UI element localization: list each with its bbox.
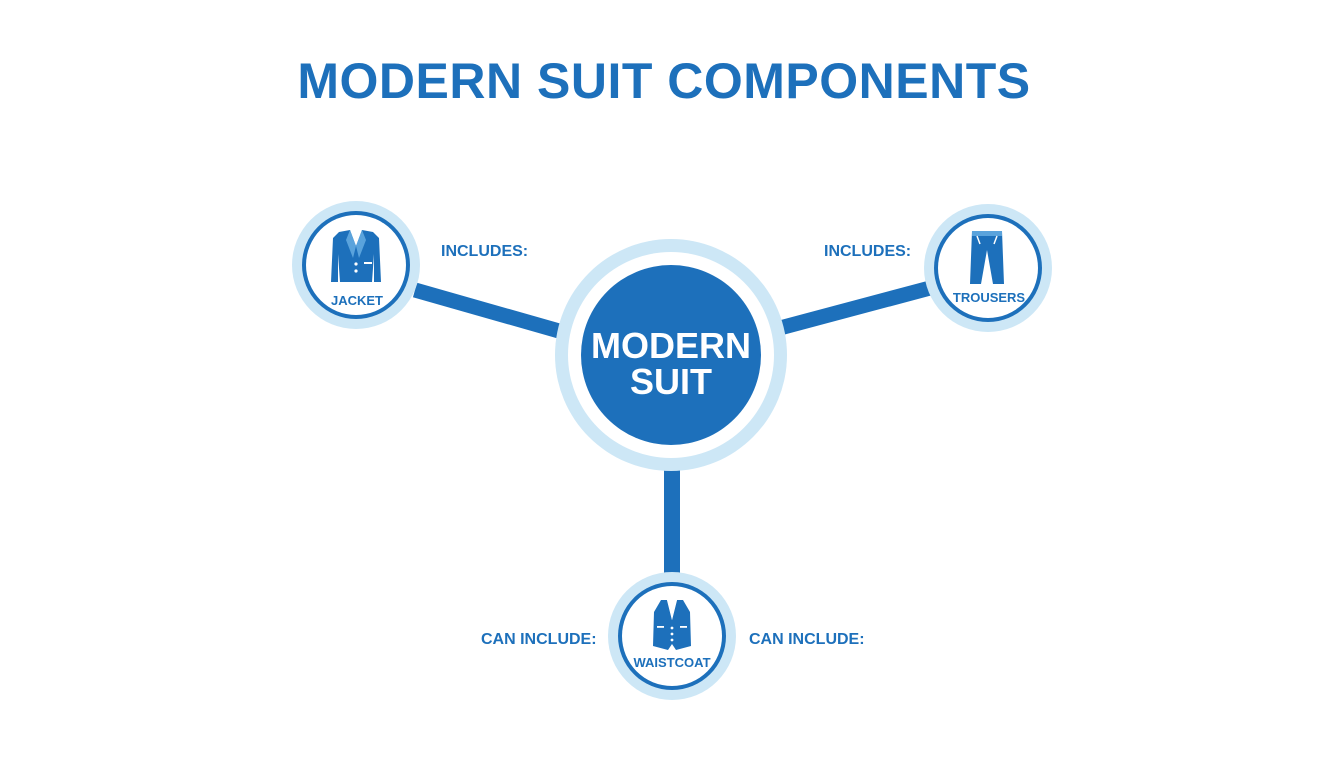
page-title: MODERN SUIT COMPONENTS	[297, 53, 1031, 109]
jacket-connector-label: INCLUDES:	[441, 243, 528, 260]
trousers-node[interactable]: TROUSERS	[924, 204, 1052, 332]
waistcoat-label: WAISTCOAT	[633, 655, 710, 670]
jacket-node[interactable]: JACKET	[292, 201, 420, 329]
connector-line-trousers	[778, 280, 932, 336]
jacket-label: JACKET	[331, 293, 383, 308]
waistcoat-node[interactable]: WAISTCOAT	[608, 572, 736, 700]
center-label-line1: MODERN	[591, 325, 751, 366]
waistcoat-connector-label-left: CAN INCLUDE:	[481, 631, 597, 648]
center-node[interactable]: MODERN SUIT	[555, 239, 787, 471]
center-label-line2: SUIT	[630, 361, 712, 402]
jacket-icon	[331, 230, 381, 282]
waistcoat-icon	[653, 600, 691, 650]
waistcoat-connector-label-right: CAN INCLUDE:	[749, 631, 865, 648]
trousers-label: TROUSERS	[953, 290, 1026, 305]
trousers-connector-label: INCLUDES:	[824, 243, 911, 260]
connector-line-jacket	[412, 282, 569, 341]
trousers-icon	[970, 231, 1004, 284]
